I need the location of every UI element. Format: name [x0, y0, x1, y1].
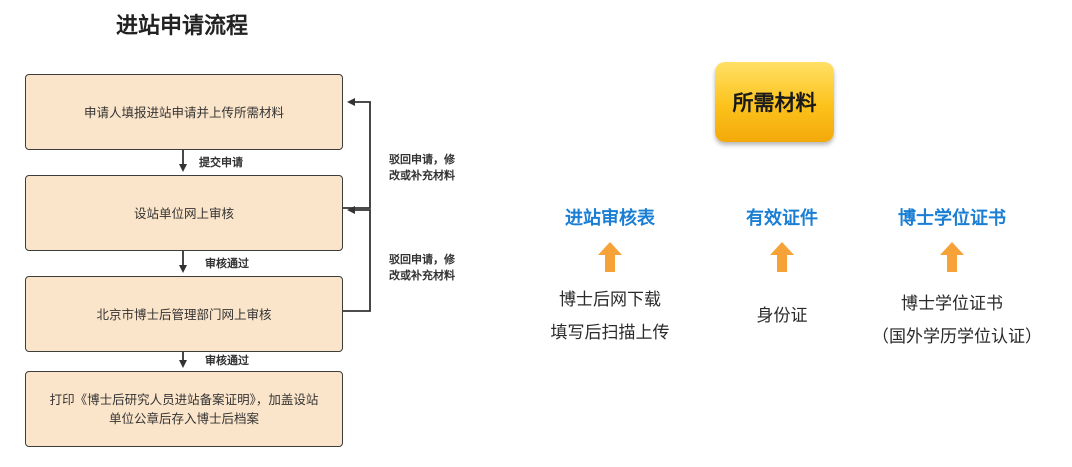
material-review-form: 进站审核表 博士后网下载 填写后扫描上传 [540, 204, 680, 350]
material-doctoral-degree: 博士学位证书 博士学位证书 （国外学历学位认证） [872, 204, 1042, 354]
material-title: 进站审核表 [565, 208, 655, 229]
transition-label-approved-2: 审核通过 [205, 354, 249, 367]
return-loop-2 [343, 206, 371, 312]
material-desc: 博士后网下载 填写后扫描上传 [550, 290, 670, 343]
up-arrow-icon [940, 242, 964, 272]
up-arrow-icon [770, 242, 794, 272]
return-label-1: 驳回申请，修 改或补充材料 [389, 153, 455, 182]
flow-step-apply: 申请人填报进站申请并上传所需材料 [25, 74, 343, 150]
up-arrow-icon [598, 242, 622, 272]
flow-step-archive: 打印《博士后研究人员进站备案证明》，加盖设站单位公章后存入博士后档案 [25, 371, 343, 447]
material-title: 有效证件 [746, 208, 818, 229]
material-id-document: 有效证件 身份证 [722, 204, 842, 333]
return-label-2: 驳回申请，修 改或补充材料 [389, 253, 455, 282]
material-desc: 身份证 [756, 306, 808, 326]
transition-label-submit: 提交申请 [199, 156, 243, 169]
transition-label-approved-1: 审核通过 [205, 257, 249, 270]
flow-step-unit-review: 设站单位网上审核 [25, 175, 343, 251]
flow-step-bureau-review: 北京市博士后管理部门网上审核 [25, 276, 343, 352]
material-desc: 博士学位证书 （国外学历学位认证） [872, 294, 1042, 347]
return-loop-1 [343, 98, 371, 209]
material-title: 博士学位证书 [898, 208, 1006, 229]
page-title: 进站申请流程 [116, 14, 249, 39]
materials-heading-badge: 所需材料 [715, 62, 834, 142]
